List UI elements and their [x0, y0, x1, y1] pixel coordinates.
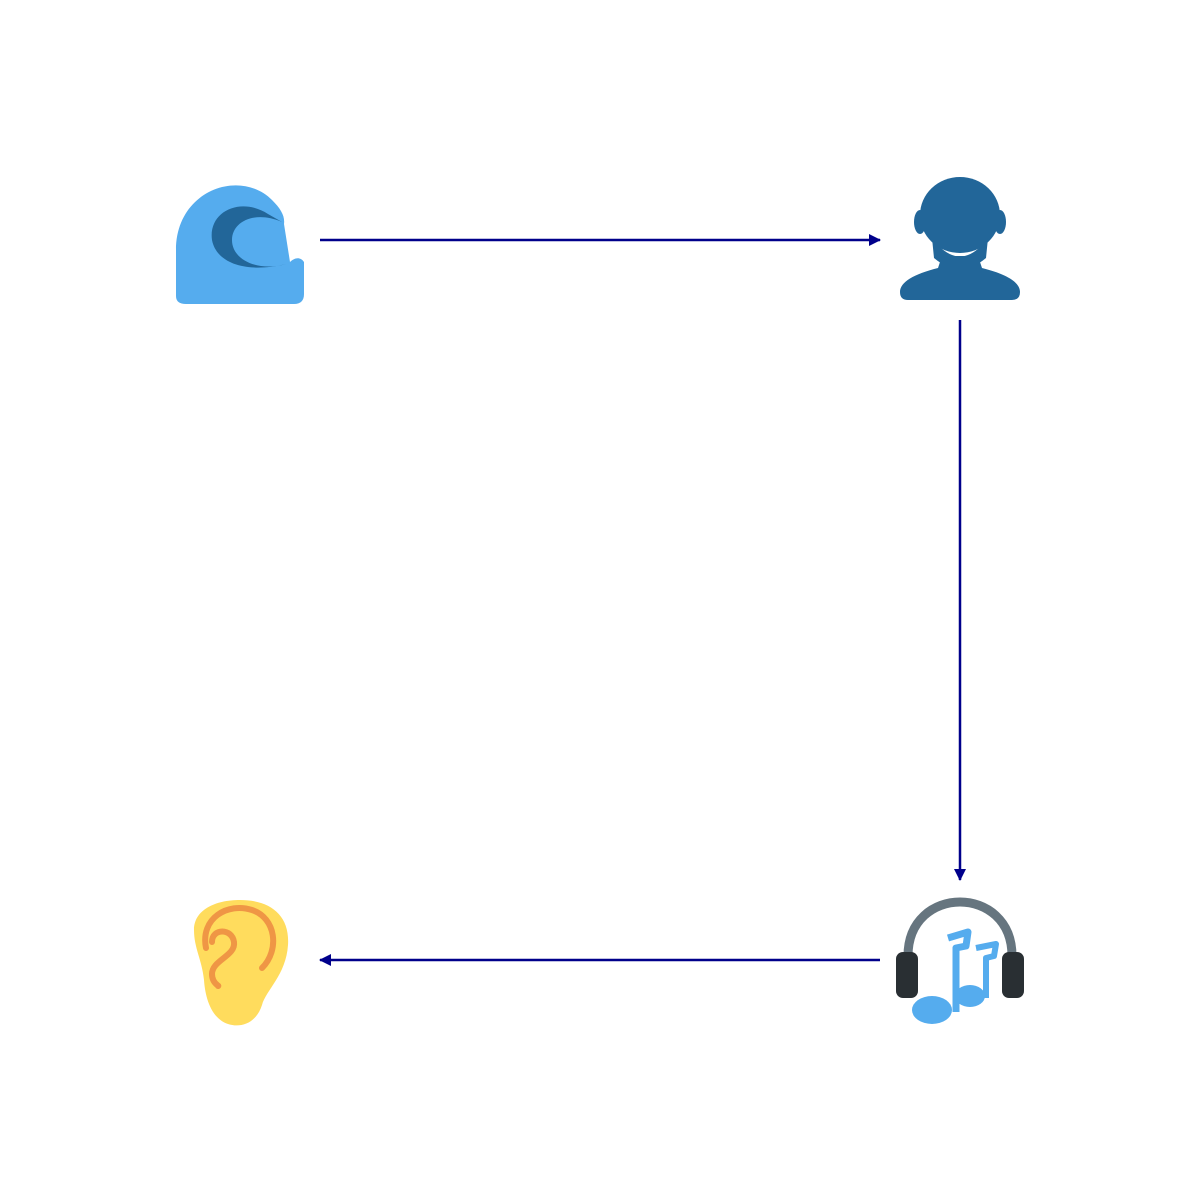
- ear-icon: [194, 900, 289, 1026]
- water-wave-icon: [176, 185, 304, 304]
- person-silhouette-icon: [900, 177, 1020, 300]
- headphones-music-icon: [896, 897, 1024, 1024]
